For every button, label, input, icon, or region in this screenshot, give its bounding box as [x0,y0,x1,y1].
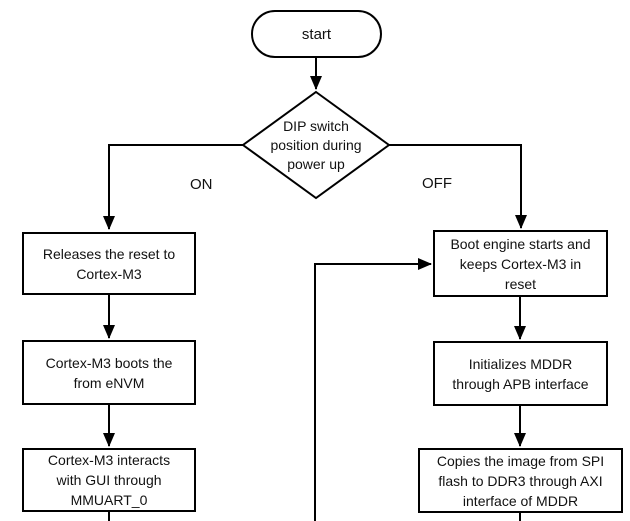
process-box-initializes-mddr: Initializes MDDR through APB interface [433,341,608,406]
branch-label-on: ON [190,176,213,193]
process-box-text: Releases the reset to Cortex-M3 [42,245,176,282]
process-box-text: Cortex-M3 interacts with GUI through MMU… [47,452,171,508]
connector-off-branch [389,144,527,229]
process-box-text: Cortex-M3 boots the from eNVM [45,354,173,391]
process-box-text: Copies the image from SPI flash to DDR3 … [436,452,605,509]
process-box-interacts-gui: Cortex-M3 interacts with GUI through MMU… [22,448,196,512]
decision-diamond-shape [241,90,391,200]
process-box-copies-image: Copies the image from SPI flash to DDR3 … [418,448,623,513]
branch-label-off: OFF [422,175,452,192]
process-box-boots-from-envm: Cortex-M3 boots the from eNVM [22,340,196,405]
decision-node-text: DIP switch position during power up [270,117,362,172]
start-node: start [251,10,382,58]
decision-node-label: DIP switch position during power up [246,115,386,175]
process-box-releases-reset: Releases the reset to Cortex-M3 [22,232,196,295]
connector-on-branch [103,144,243,230]
start-node-label: start [301,25,332,43]
connector-feedback-to-boot-engine [314,258,432,521]
process-box-text: Initializes MDDR through APB interface [452,355,589,392]
process-box-boot-engine: Boot engine starts and keeps Cortex-M3 i… [433,230,608,297]
process-box-text: Boot engine starts and keeps Cortex-M3 i… [450,235,591,292]
